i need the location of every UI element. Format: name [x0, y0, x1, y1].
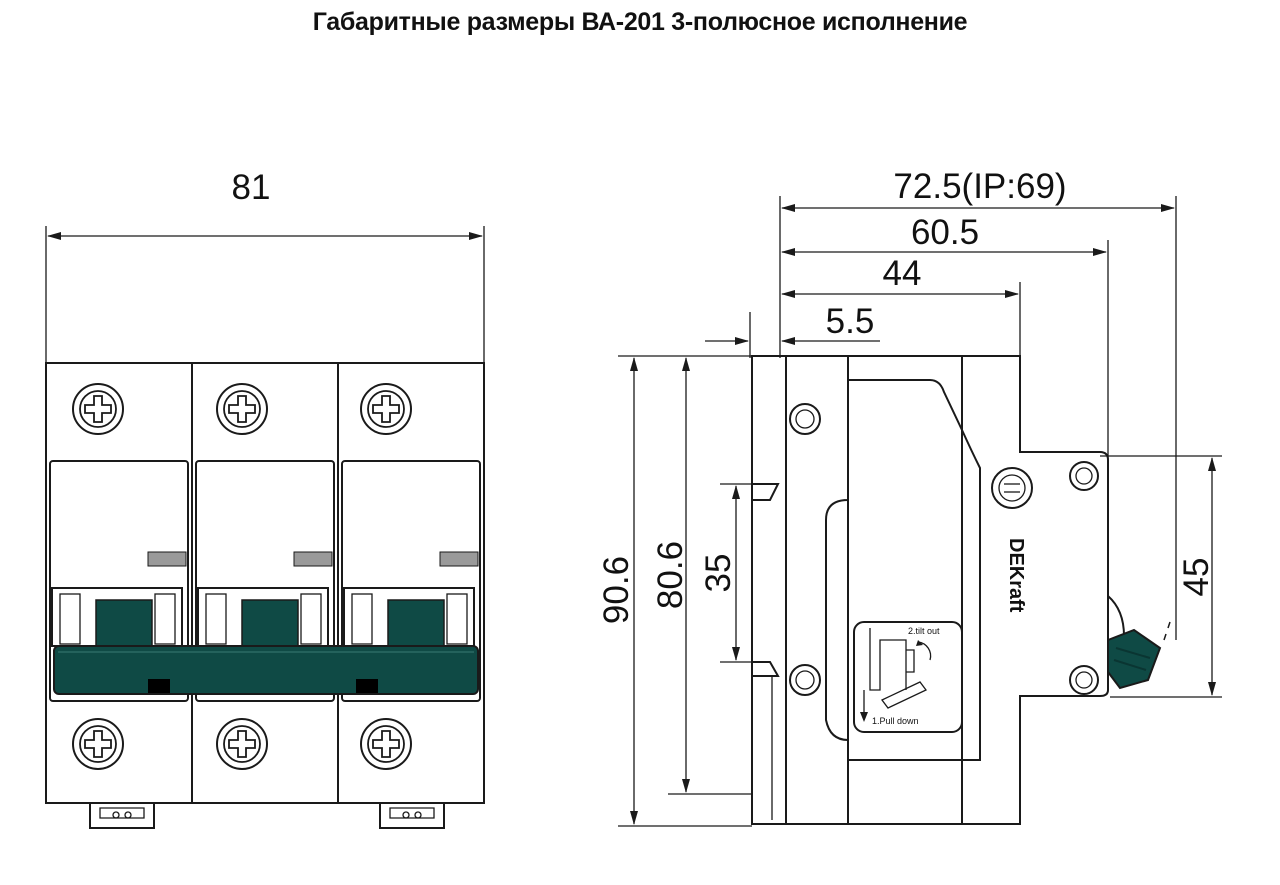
- terminal-screw-bottom-icon: [1069, 665, 1099, 695]
- brand-logo: DEKraft: [1005, 538, 1027, 613]
- front-panel-3: [341, 460, 481, 702]
- instruction-tilt-out: 2.tilt out: [908, 626, 940, 636]
- dim-height-806: 80.6: [651, 541, 690, 609]
- din-slot-top: [752, 483, 780, 501]
- dim-front-height: 45: [1177, 558, 1216, 597]
- dim-depth-55: 5.5: [826, 302, 875, 341]
- din-slot-bottom: [752, 661, 780, 677]
- breaker-body-front: [45, 362, 485, 804]
- dim-width-81: 81: [232, 168, 271, 207]
- indicator-3: [439, 551, 479, 567]
- indicator-2: [293, 551, 333, 567]
- front-view: 81: [45, 168, 485, 829]
- dim-depth-total: 72.5(IP:69): [893, 167, 1066, 206]
- bottom-screw-2-icon: [216, 718, 268, 770]
- dim-depth-44: 44: [883, 254, 922, 293]
- terminal-screw-top-icon: [1069, 461, 1099, 491]
- front-panel-1: [49, 460, 189, 702]
- rivet-top-icon: [789, 403, 821, 435]
- indicator-1: [147, 551, 187, 567]
- front-panel-2: [195, 460, 335, 702]
- common-handle-bar: [53, 645, 479, 695]
- top-screw-3-icon: [360, 383, 412, 435]
- handle-housing-1: [51, 587, 183, 647]
- page-title: Габаритные размеры ВА-201 3-полюсное исп…: [312, 8, 968, 36]
- din-clip-left: [89, 802, 155, 829]
- breaker-body-side: [751, 355, 1109, 825]
- din-clip-right: [379, 802, 445, 829]
- handle-housing-2: [197, 587, 329, 647]
- handle-link-1: [148, 679, 170, 693]
- top-screw-1-icon: [72, 383, 124, 435]
- bottom-screw-3-icon: [360, 718, 412, 770]
- dim-height-total: 90.6: [597, 556, 636, 624]
- handle-link-2: [356, 679, 378, 693]
- dim-rail: 35: [699, 554, 738, 593]
- side-view: 72.5(IP:69) 60.5 44 5.5 90.6 80.6 35 45: [597, 167, 1222, 827]
- earth-rivet-icon: [991, 467, 1033, 509]
- side-handle: [1107, 595, 1171, 690]
- instruction-pull-down: 1.Pull down: [872, 716, 919, 726]
- bottom-screw-1-icon: [72, 718, 124, 770]
- dim-depth-605: 60.5: [911, 213, 979, 252]
- side-contour: [825, 379, 981, 761]
- handle-housing-3: [343, 587, 475, 647]
- rivet-bottom-icon: [789, 664, 821, 696]
- instruction-panel: 2.tilt out 1.Pull down: [853, 621, 963, 733]
- top-screw-2-icon: [216, 383, 268, 435]
